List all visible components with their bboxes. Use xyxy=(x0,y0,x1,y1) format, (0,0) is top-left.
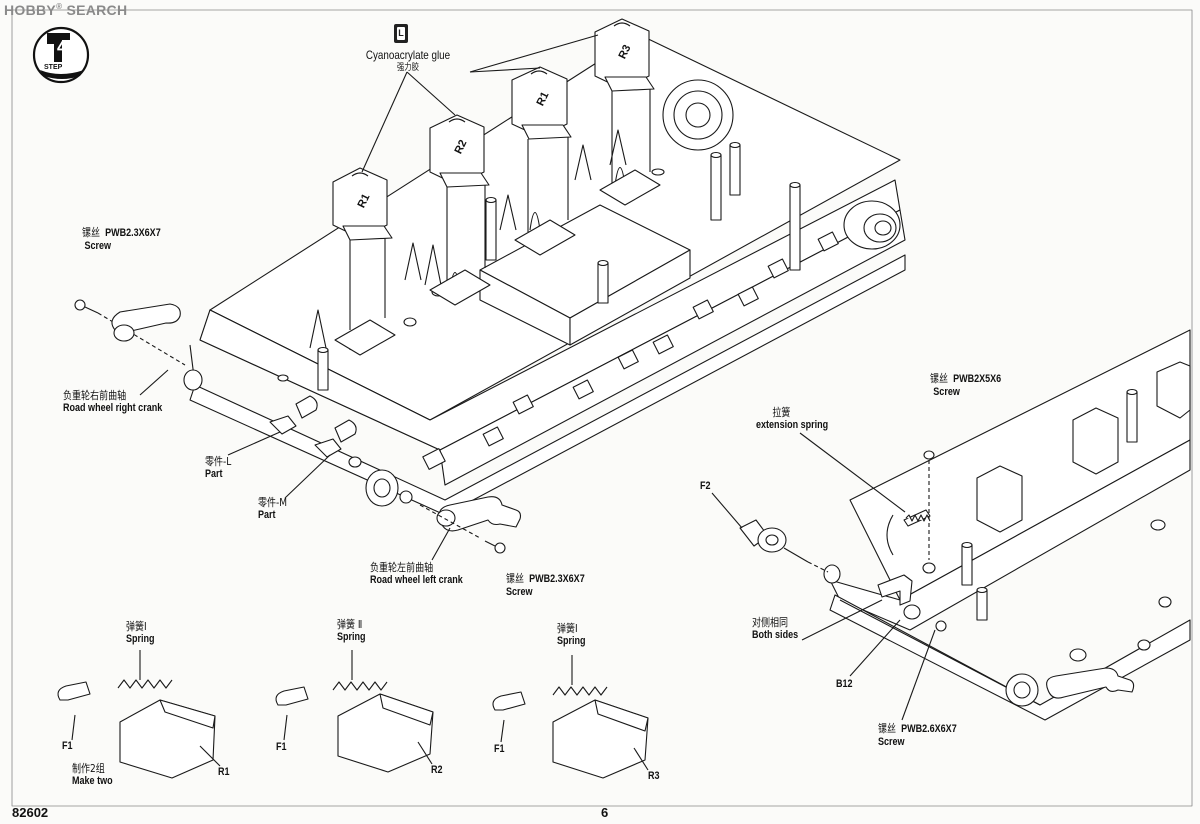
screw-mid-label: 镙丝 PWB2.3X6X7 Screw xyxy=(506,572,585,599)
part-m-en: Part xyxy=(258,509,276,521)
step-badge xyxy=(32,26,90,84)
screw-bottom-right-label: 镙丝 PWB2.6X6X7 Screw xyxy=(878,722,957,749)
page-border xyxy=(11,9,1193,807)
screw-mid-code: PWB2.3X6X7 xyxy=(529,573,585,585)
both-sides-en: Both sides xyxy=(752,629,799,641)
screw-bottom-right-en: Screw xyxy=(878,736,905,748)
screw-bottom-right-cn: 镙丝 xyxy=(878,722,897,735)
sub1-make-label: 制作2组 Make two xyxy=(72,762,113,788)
extension-spring-en: extension spring xyxy=(756,419,829,431)
crank-parts-left xyxy=(74,299,522,561)
screw-mid-en: Screw xyxy=(506,586,533,598)
right-hull-drawing xyxy=(711,329,1191,721)
step-number: 4 xyxy=(56,37,67,57)
both-sides-cn: 对侧相同 xyxy=(752,616,789,629)
glue-icon xyxy=(394,24,408,43)
screw-right-code: PWB2X5X6 xyxy=(953,373,1002,385)
sub1-make-cn: 制作2组 xyxy=(72,762,105,775)
glue-label-en: Cyanoacrylate glue xyxy=(365,48,451,62)
f2-label: F2 xyxy=(700,480,711,492)
step-label: STEP xyxy=(44,64,63,71)
watermark-rest: SEARCH xyxy=(62,2,128,18)
road-wheel-left-label: 负重轮左前曲轴 Road wheel left crank xyxy=(370,561,463,587)
screw-bottom-right-code: PWB2.6X6X7 xyxy=(901,723,957,735)
sub1-r-label: R1 xyxy=(218,766,230,778)
glue-label: Cyanoacrylate glue 强力胶 xyxy=(352,49,464,75)
both-sides-label: 对侧相同 Both sides xyxy=(752,616,798,642)
part-m-label: 零件-M Part xyxy=(258,496,287,522)
sub1-spring-en: Spring xyxy=(126,633,155,645)
glue-icon-letter: L xyxy=(398,28,404,38)
screw-top-left-cn: 镙丝 xyxy=(82,226,101,239)
screw-mid-cn: 镙丝 xyxy=(506,572,525,585)
sub2-spring-label: 弹簧 Ⅱ Spring xyxy=(337,618,366,644)
screw-right-label: 镙丝 PWB2X5X6 Screw xyxy=(930,372,1001,399)
screw-top-left-code: PWB2.3X6X7 xyxy=(105,227,161,239)
glue-leader-lines xyxy=(361,34,599,173)
sub3-spring-cn: 弹簧Ⅰ xyxy=(557,622,578,635)
road-wheel-right-cn: 负重轮右前曲轴 xyxy=(63,389,127,402)
extension-spring-cn: 拉簧 xyxy=(772,406,791,419)
watermark: HOBBY® SEARCH xyxy=(4,2,127,18)
road-wheel-left-cn: 负重轮左前曲轴 xyxy=(370,561,434,574)
screw-top-left-label: 镙丝 PWB2.3X6X7 Screw xyxy=(82,226,161,253)
screw-right-cn: 镙丝 xyxy=(930,372,949,385)
road-wheel-right-label: 负重轮右前曲轴 Road wheel right crank xyxy=(63,389,162,415)
glue-label-cn: 强力胶 xyxy=(396,63,420,73)
sub1-f-label: F1 xyxy=(62,740,73,752)
screw-top-left-en: Screw xyxy=(84,240,112,252)
spring-subassemblies xyxy=(57,650,649,779)
road-wheel-right-en: Road wheel right crank xyxy=(63,402,163,414)
sub2-spring-en: Spring xyxy=(337,631,366,643)
part-l-cn: 零件-L xyxy=(205,455,232,468)
product-code: 82602 xyxy=(12,805,49,820)
sub1-spring-cn: 弹簧Ⅰ xyxy=(126,620,147,633)
part-m-cn: 零件-M xyxy=(258,496,288,509)
watermark-reg: ® xyxy=(56,2,63,11)
suspension-parts-top xyxy=(332,18,655,330)
main-hull-drawing xyxy=(183,34,906,516)
page-number: 6 xyxy=(601,805,609,820)
sub3-spring-en: Spring xyxy=(557,635,586,647)
extension-spring-label: 拉簧 extension spring xyxy=(756,406,828,432)
sub2-r-label: R2 xyxy=(431,764,443,776)
screw-right-en: Screw xyxy=(933,386,960,398)
part-l-label: 零件-L Part xyxy=(205,455,231,481)
sub3-spring-label: 弹簧Ⅰ Spring xyxy=(557,622,586,648)
watermark-brand: HOBBY xyxy=(4,2,57,18)
sub1-make-en: Make two xyxy=(72,775,113,787)
road-wheel-left-en: Road wheel left crank xyxy=(370,574,463,586)
sub2-spring-cn: 弹簧 Ⅱ xyxy=(337,618,363,631)
part-l-en: Part xyxy=(205,468,223,480)
sub1-spring-label: 弹簧Ⅰ Spring xyxy=(126,620,155,646)
sub3-f-label: F1 xyxy=(494,743,505,755)
sub2-f-label: F1 xyxy=(276,741,287,753)
sub3-r-label: R3 xyxy=(648,770,660,782)
b12-label: B12 xyxy=(836,678,853,690)
